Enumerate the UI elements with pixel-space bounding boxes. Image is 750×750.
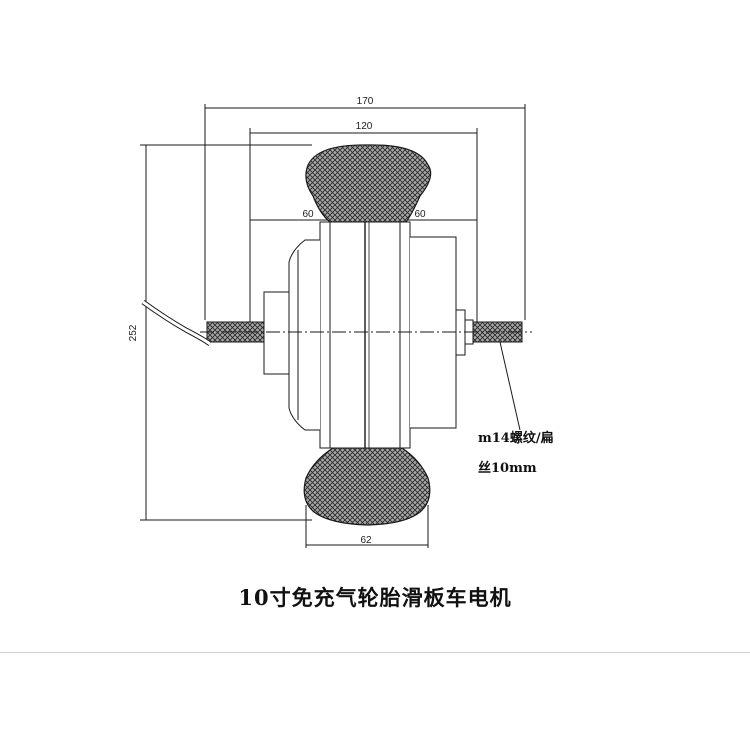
thread-leader-line: [499, 341, 521, 431]
dim-label-120: 120: [356, 121, 373, 132]
right-bearing-boss: [455, 309, 466, 356]
motor-technical-drawing: 170 120 60 60 252 62: [128, 96, 554, 548]
thread-note-line1: m14螺纹/扁: [478, 430, 554, 446]
dim-label-252: 252: [128, 324, 139, 341]
dimension-overall-width: 170: [204, 96, 526, 320]
right-side-cover: [410, 236, 457, 429]
left-side-cover: [288, 239, 320, 431]
dim-label-right-60: 60: [414, 209, 426, 220]
product-caption: 10寸免充气轮胎滑板车电机: [238, 585, 512, 610]
wheel-hub: [319, 221, 411, 449]
tire-bottom-section: [303, 447, 431, 526]
left-bearing-boss: [263, 291, 290, 375]
dimension-tire-width: 62: [305, 505, 429, 548]
dim-label-170: 170: [357, 96, 374, 107]
dimension-height: 252: [128, 144, 312, 521]
dim-label-62: 62: [360, 535, 372, 546]
dim-label-left-60: 60: [302, 209, 314, 220]
dimension-rim-width: 120: [249, 121, 478, 322]
thread-note-line2: 丝10mm: [478, 460, 537, 476]
divider-line: [0, 652, 750, 653]
tire-top-section: [305, 144, 432, 223]
